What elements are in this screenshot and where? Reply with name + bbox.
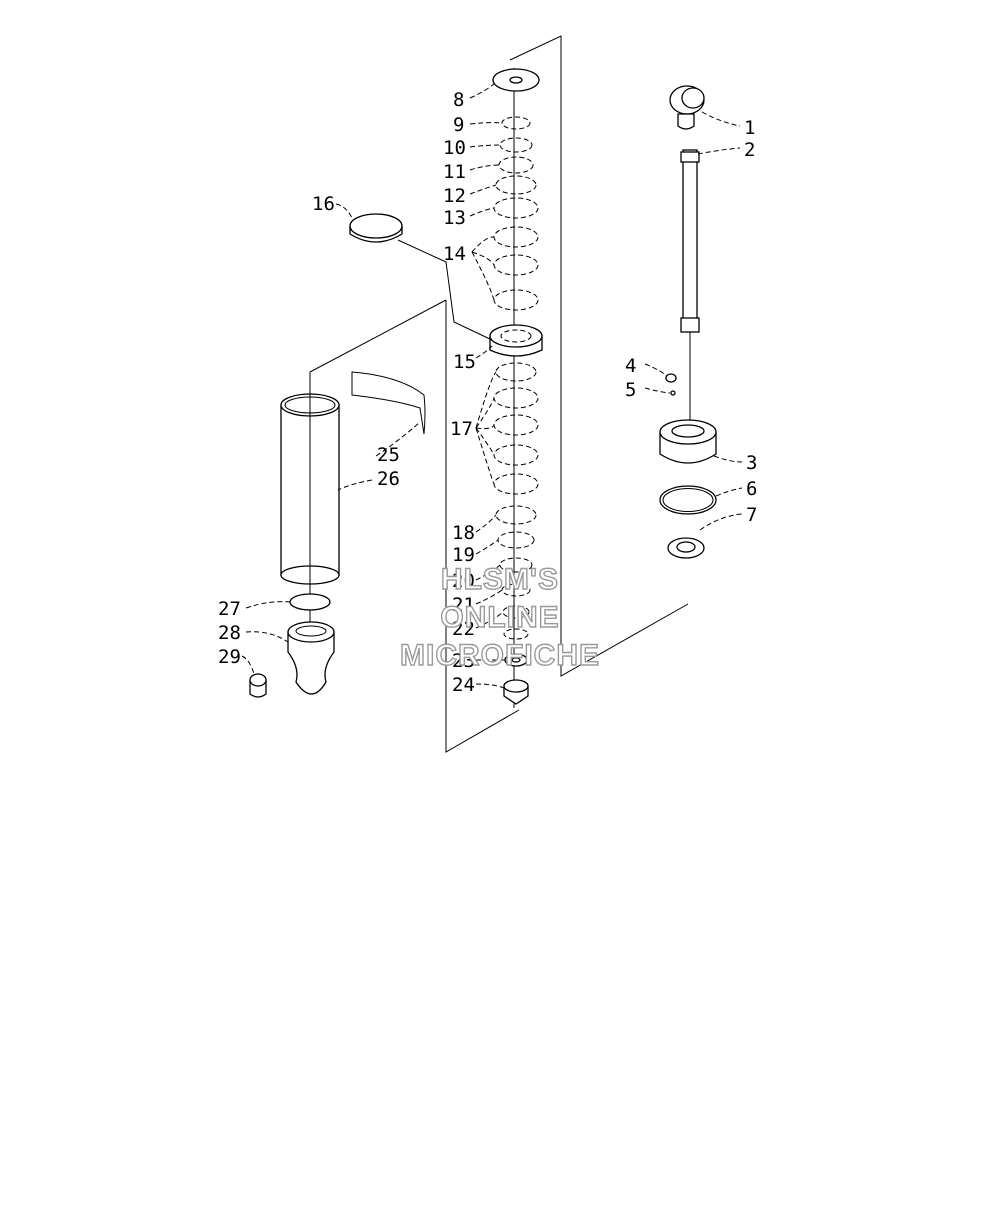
callout-26: 26 xyxy=(377,468,400,490)
callout-27: 27 xyxy=(218,598,241,620)
callout-17: 17 xyxy=(450,418,473,440)
callout-14: 14 xyxy=(443,243,466,265)
part-valve-cap xyxy=(249,673,267,698)
right-panel-border xyxy=(509,35,689,677)
callout-2: 2 xyxy=(744,139,755,161)
callout-6: 6 xyxy=(746,478,757,500)
part-eyelet xyxy=(669,85,705,130)
left-panel-top-edge xyxy=(309,299,447,373)
callout-8: 8 xyxy=(453,89,464,111)
callout-3: 3 xyxy=(746,452,757,474)
watermark-line-2: ONLINE xyxy=(440,601,559,634)
part-body xyxy=(280,372,340,690)
callout-9: 9 xyxy=(453,114,464,136)
part-head xyxy=(659,419,717,464)
callout-28: 28 xyxy=(218,622,241,644)
callout-22: 22 xyxy=(452,618,475,640)
part-end-cap xyxy=(287,621,335,695)
callout-15: 15 xyxy=(453,351,476,373)
leader-lines xyxy=(241,83,743,689)
callout-23: 23 xyxy=(452,650,475,672)
watermark-line-1: HLSM'S xyxy=(441,563,559,596)
callout-20: 20 xyxy=(452,570,475,592)
valve-stack xyxy=(489,68,543,708)
shaft-assembly xyxy=(659,85,717,559)
callout-11: 11 xyxy=(443,161,466,183)
callout-18: 18 xyxy=(452,522,475,544)
watermark-line-3: MICROFICHE xyxy=(400,639,600,672)
reservoir-assembly xyxy=(249,371,426,698)
watermark: HLSM'S ONLINE MICROFICHE xyxy=(399,562,600,672)
callout-12: 12 xyxy=(443,185,466,207)
callout-16: 16 xyxy=(312,193,335,215)
callout-1: 1 xyxy=(744,117,755,139)
callout-19: 19 xyxy=(452,544,475,566)
panel-lines xyxy=(309,35,689,753)
part-sleeve xyxy=(351,371,426,435)
callout-24: 24 xyxy=(452,674,475,696)
part-ring xyxy=(289,593,331,611)
callout-labels: 1 2 3 4 5 6 7 8 9 10 11 12 13 14 15 16 1… xyxy=(218,89,757,696)
callout-4: 4 xyxy=(625,355,636,377)
part-o-ring xyxy=(659,485,717,515)
callout-7: 7 xyxy=(746,504,757,526)
part-cap xyxy=(349,213,493,341)
left-panel-border xyxy=(445,300,520,753)
callout-10: 10 xyxy=(443,137,466,159)
callout-13: 13 xyxy=(443,207,466,229)
part-shaft xyxy=(680,149,700,430)
callout-25: 25 xyxy=(377,444,400,466)
callout-21: 21 xyxy=(452,594,475,616)
part-seal xyxy=(667,537,705,559)
callout-5: 5 xyxy=(625,379,636,401)
callout-29: 29 xyxy=(218,646,241,668)
part-small-fittings xyxy=(665,373,677,396)
